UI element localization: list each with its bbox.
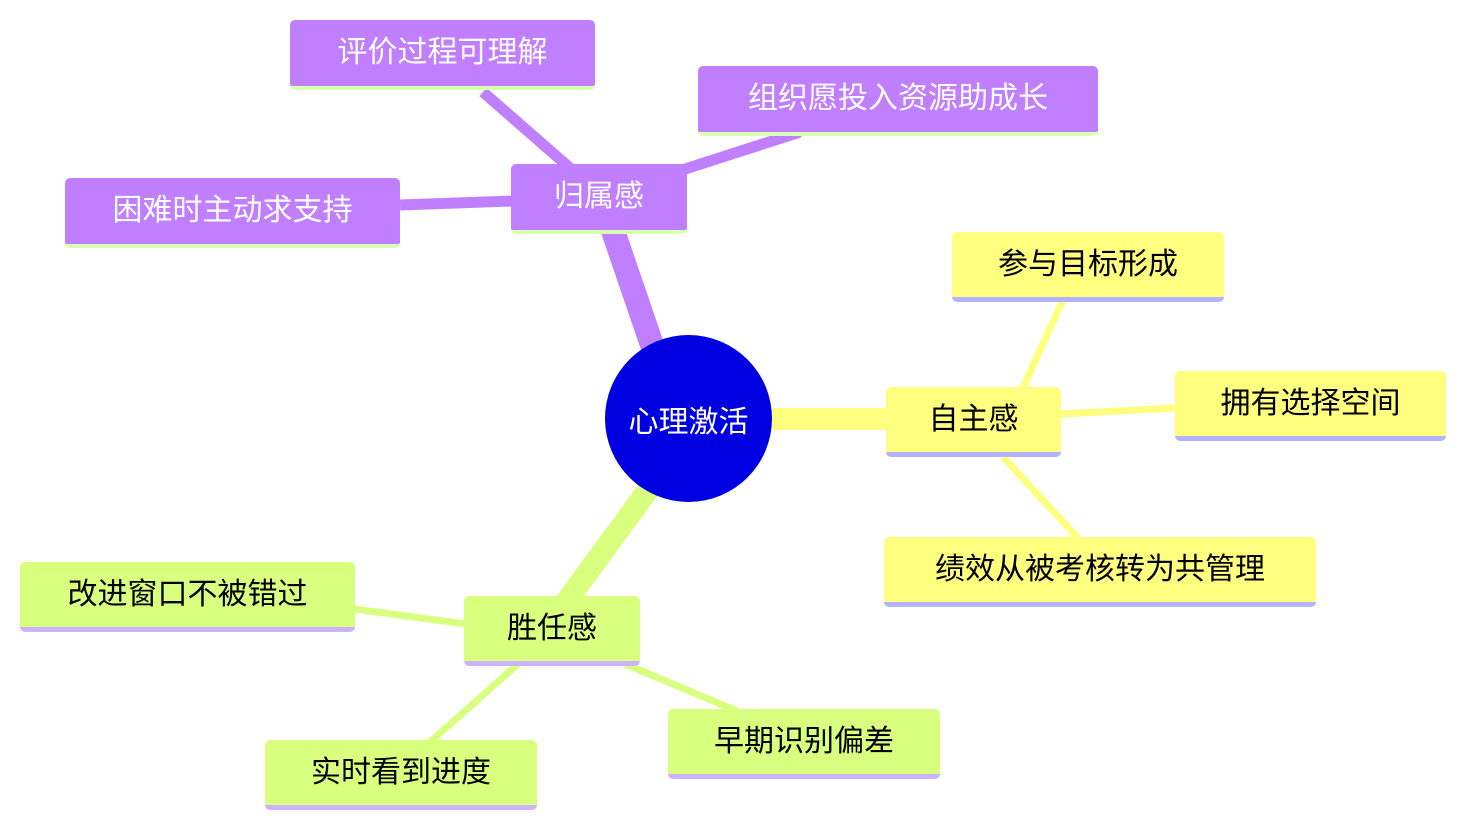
leaf-node[interactable]: 参与目标形成	[952, 232, 1224, 302]
leaf-node[interactable]: 困难时主动求支持	[65, 178, 400, 248]
leaf-label: 困难时主动求支持	[112, 193, 353, 228]
edge-belonging-c1	[479, 87, 574, 173]
leaf-label: 拥有选择空间	[1220, 385, 1401, 421]
leaf-node[interactable]: 实时看到进度	[265, 740, 537, 810]
leaf-node[interactable]: 绩效从被考核转为共管理	[884, 537, 1316, 607]
edge-root-competence	[555, 479, 659, 613]
leaf-label: 评价过程可理解	[337, 35, 548, 70]
edge-autonomy-c2	[1059, 404, 1177, 418]
edge-belonging-c2	[680, 126, 802, 176]
root-node[interactable]: 心理激活	[605, 335, 772, 502]
leaf-label: 组织愿投入资源助成长	[748, 81, 1048, 116]
branch-label: 归属感	[554, 179, 644, 214]
leaf-label: 绩效从被考核转为共管理	[935, 551, 1265, 587]
root-label: 心理激活	[628, 404, 749, 440]
branch-node-belonging[interactable]: 归属感	[511, 164, 687, 234]
branch-label: 胜任感	[507, 610, 597, 646]
edge-belonging-c3	[399, 195, 513, 211]
leaf-node[interactable]: 拥有选择空间	[1175, 371, 1446, 441]
leaf-label: 参与目标形成	[998, 246, 1178, 282]
leaf-node[interactable]: 改进窗口不被错过	[20, 562, 355, 632]
leaf-node[interactable]: 早期识别偏差	[668, 709, 940, 779]
edge-autonomy-c1	[1018, 298, 1067, 392]
edge-competence-c2	[623, 660, 739, 715]
branch-label: 自主感	[928, 401, 1019, 437]
edge-autonomy-c3	[1000, 454, 1081, 541]
leaf-node[interactable]: 组织愿投入资源助成长	[698, 66, 1098, 136]
leaf-label: 实时看到进度	[311, 754, 491, 790]
leaf-label: 早期识别偏差	[714, 723, 894, 759]
edge-competence-c1	[353, 605, 467, 628]
branch-node-competence[interactable]: 胜任感	[464, 596, 640, 666]
leaf-label: 改进窗口不被错过	[67, 576, 308, 612]
branch-node-autonomy[interactable]: 自主感	[886, 387, 1061, 457]
edge-competence-c3	[427, 661, 521, 745]
leaf-node[interactable]: 评价过程可理解	[290, 20, 595, 90]
edge-root-belonging	[600, 216, 664, 357]
